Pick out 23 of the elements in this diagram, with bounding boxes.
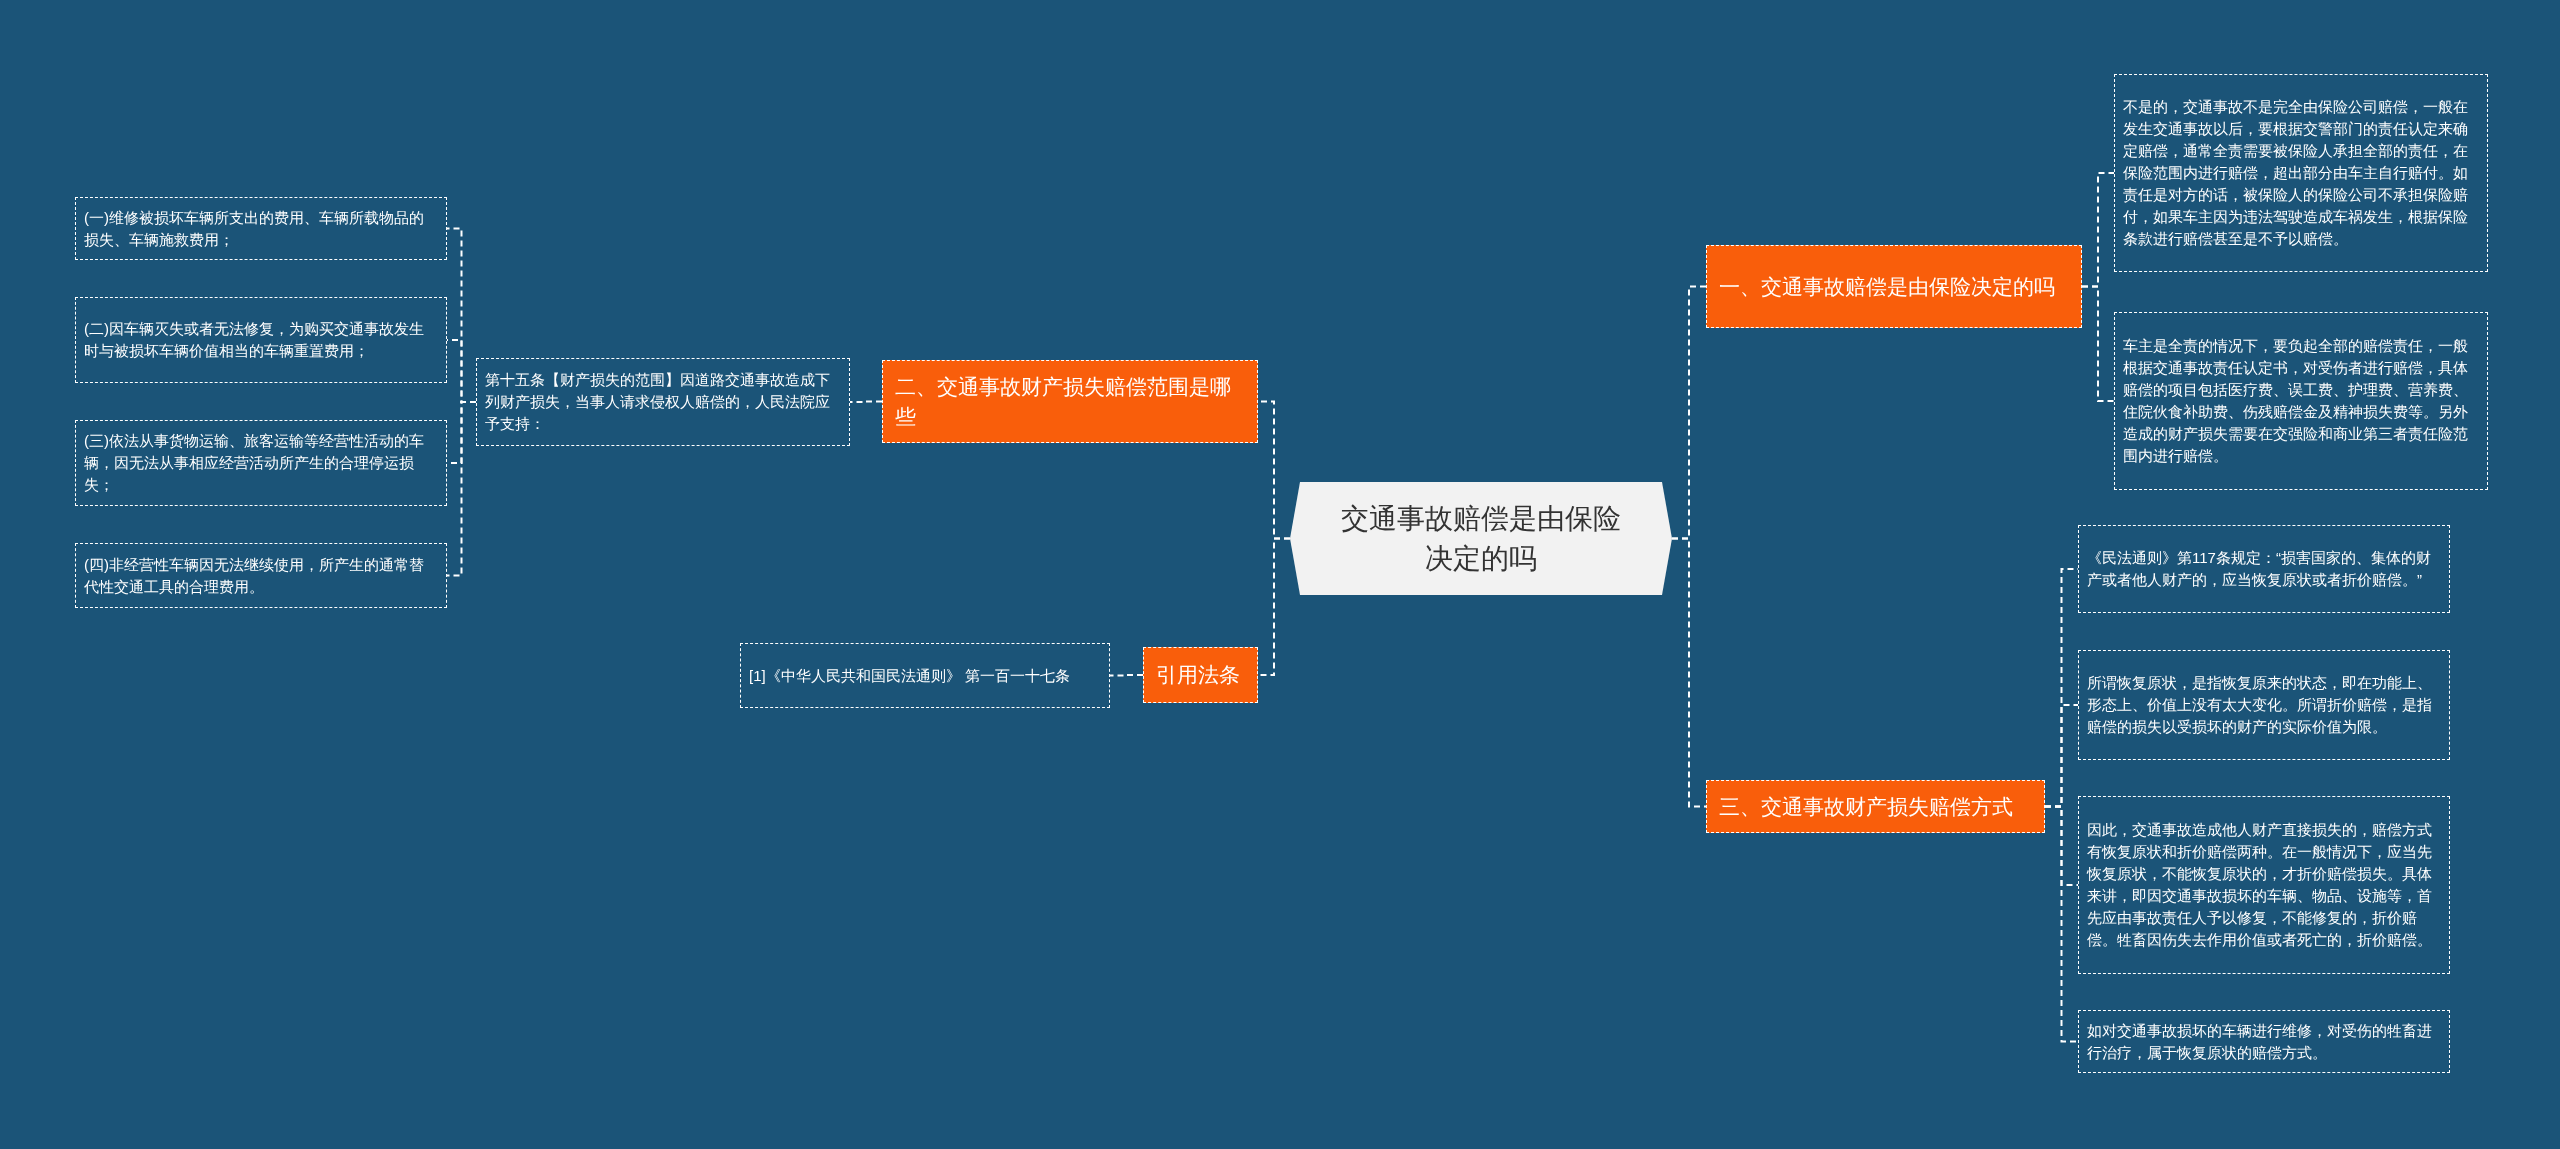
note-box: (一)维修被损坏车辆所支出的费用、车辆所载物品的损失、车辆施救费用；	[75, 197, 447, 260]
connector-line	[1671, 537, 1707, 808]
note-box: (四)非经营性车辆因无法继续使用，所产生的通常替代性交通工具的合理费用。	[75, 543, 447, 608]
note-box: 第十五条【财产损失的范围】因道路交通事故造成下列财产损失，当事人请求侵权人赔偿的，人民法院应予支持：	[476, 358, 850, 446]
connector-line	[446, 401, 477, 577]
connector-line	[849, 400, 883, 403]
topic-box: 一、交通事故赔偿是由保险决定的吗	[1706, 245, 2082, 328]
note-box: 如对交通事故损坏的车辆进行维修，对受伤的牲畜进行治疗，属于恢复原状的赔偿方式。	[2078, 1010, 2450, 1073]
note-box: [1]《中华人民共和国民法通则》 第一百一十七条	[740, 643, 1110, 708]
central-topic: 交通事故赔偿是由保险决定的吗	[1290, 482, 1672, 595]
note-box: 不是的，交通事故不是完全由保险公司赔偿，一般在发生交通事故以后，要根据交警部门的责任认定来确定赔偿，通常全责需要被保险人承担全部的责任，在保险范围内进行赔偿，超出部分由车主自行赔付。如责任是对方的话，被保险人的保险公司不承担保险赔付，如果车主因为违法驾驶造成车祸发生，根据保险条款进行赔偿甚至是不予以赔偿。	[2114, 74, 2488, 272]
note-box: (三)依法从事货物运输、旅客运输等经营性活动的车辆，因无法从事相应经营活动所产生的合理停运损失；	[75, 420, 447, 506]
note-box: 车主是全责的情况下，要负起全部的赔偿责任，一般根据交通事故责任认定书，对受伤者进行赔偿，具体赔偿的项目包括医疗费、误工费、护理费、营养费、住院伙食补助费、伤残赔偿金及精神损失费等。另外造成的财产损失需要在交强险和商业第三者责任险范围内进行赔偿。	[2114, 312, 2488, 490]
note-box: 《民法通则》第117条规定：“损害国家的、集体的财产或者他人财产的，应当恢复原状或者折价赔偿。”	[2078, 525, 2450, 613]
connector-line	[2044, 805, 2079, 1043]
connector-line	[1109, 674, 1144, 677]
note-box: 因此，交通事故造成他人财产直接损失的，赔偿方式有恢复原状和折价赔偿两种。在一般情况下，应当先恢复原状，不能恢复原状的，才折价赔偿损失。具体来讲，即因交通事故损坏的车辆、物品、设施等，首先应由事故责任人予以修复，不能修复的，折价赔偿。牲畜因伤失去作用价值或者死亡的，折价赔偿。	[2078, 796, 2450, 974]
topic-box: 二、交通事故财产损失赔偿范围是哪些	[882, 360, 1258, 443]
topic-box: 三、交通事故财产损失赔偿方式	[1706, 780, 2045, 833]
note-box: (二)因车辆灭失或者无法修复，为购买交通事故发生时与被损坏车辆价值相当的车辆重置费用；	[75, 297, 447, 383]
topic-box: 引用法条	[1143, 647, 1258, 703]
connector-line	[2081, 285, 2115, 402]
note-box: 所谓恢复原状，是指恢复原来的状态，即在功能上、形态上、价值上没有太大变化。所谓折价赔偿，是指赔偿的损失以受损坏的财产的实际价值为限。	[2078, 650, 2450, 760]
